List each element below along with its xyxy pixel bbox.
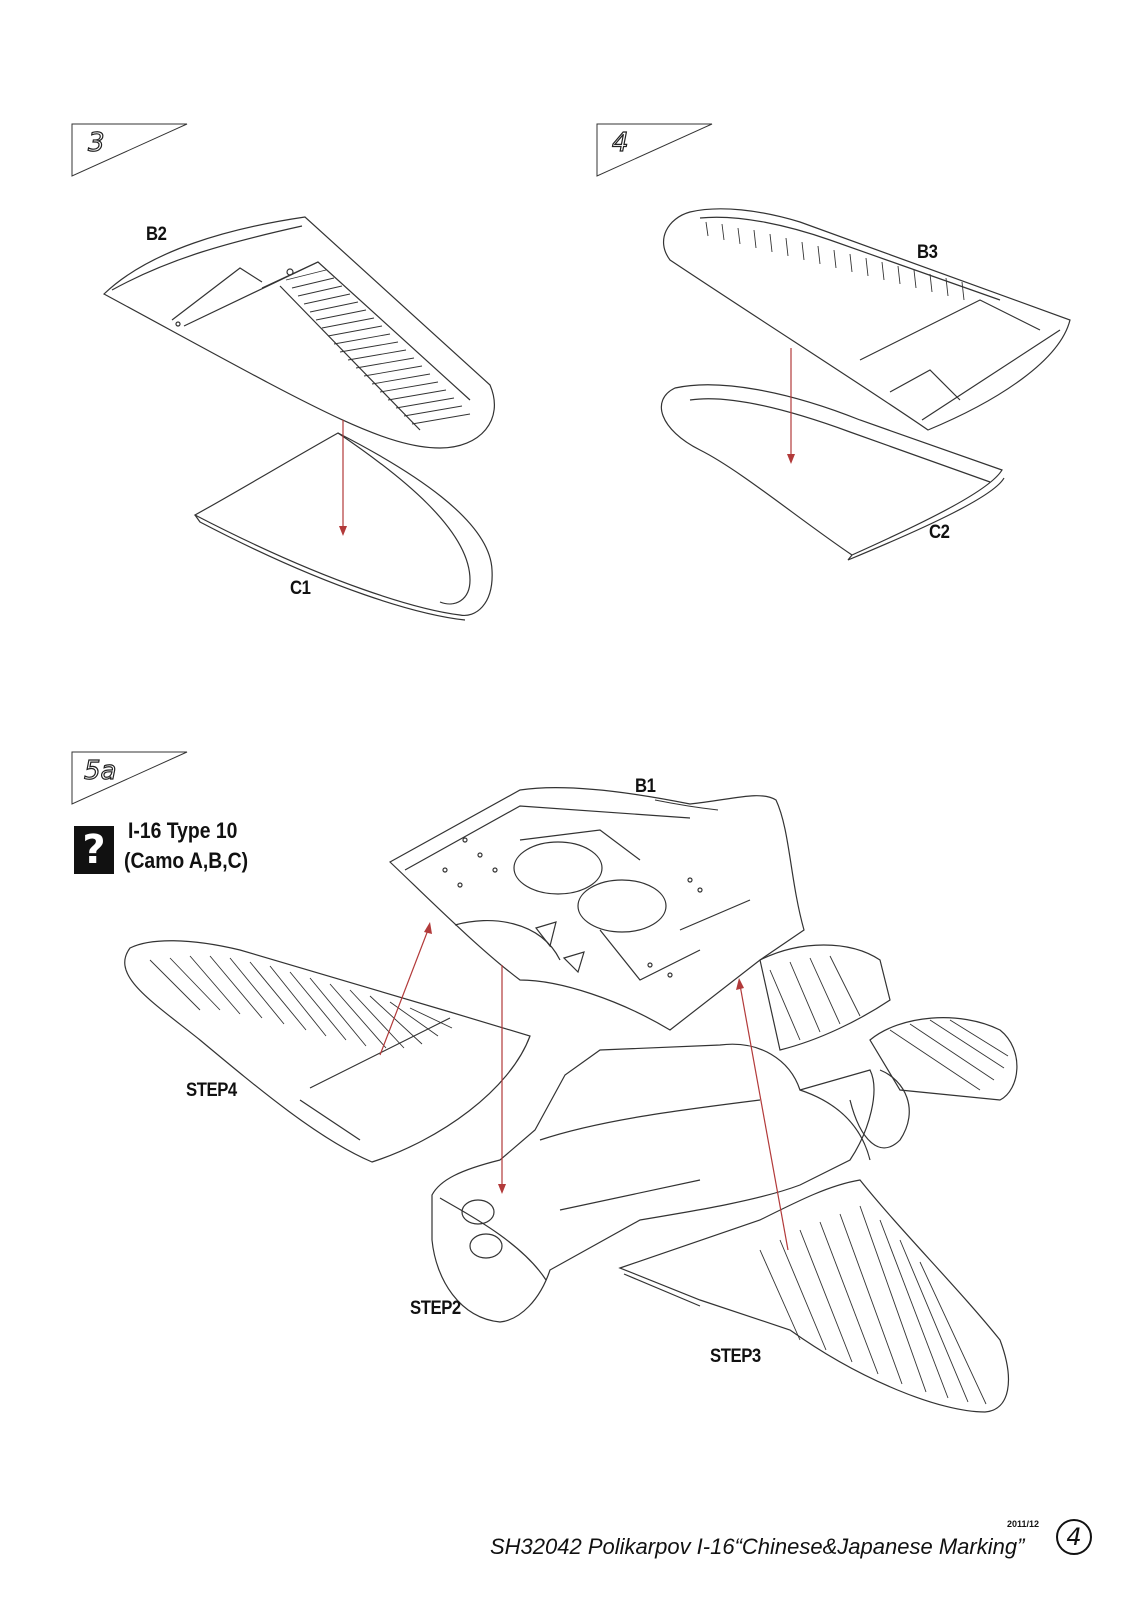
step-number-3: 3 bbox=[87, 127, 105, 158]
tail-unit bbox=[849, 1017, 1018, 1149]
wing-right-step3 bbox=[618, 1179, 1009, 1413]
step-flag-5a bbox=[71, 751, 188, 805]
label-step3: STEP3 bbox=[710, 1346, 761, 1367]
page-number: 4 bbox=[1056, 1519, 1092, 1555]
wing-upper-b2 bbox=[102, 216, 495, 449]
label-c1: C1 bbox=[290, 578, 311, 599]
step-number-4: 4 bbox=[611, 127, 629, 158]
wing-lower-c1 bbox=[193, 432, 493, 621]
step-flag-4 bbox=[596, 123, 713, 177]
label-b1: B1 bbox=[635, 776, 656, 797]
step-flag-3 bbox=[71, 123, 188, 177]
arrow-step3 bbox=[739, 984, 789, 1251]
fuselage bbox=[431, 1043, 875, 1323]
wing-lower-c2 bbox=[660, 384, 1005, 561]
wing-right-rear bbox=[759, 944, 891, 1051]
label-step2: STEP2 bbox=[410, 1298, 461, 1319]
label-step4: STEP4 bbox=[186, 1080, 237, 1101]
question-icon: ? bbox=[74, 826, 114, 874]
label-b3: B3 bbox=[917, 242, 938, 263]
leader-b1 bbox=[654, 799, 719, 811]
variant-title: I-16 Type 10 bbox=[128, 818, 238, 843]
center-section-b1 bbox=[388, 787, 805, 1031]
footer-title: SH32042 Polikarpov I-16“Chinese&Japanese… bbox=[490, 1534, 1025, 1559]
variant-subtitle: (Camo A,B,C) bbox=[124, 848, 249, 873]
arrow-step4 bbox=[379, 929, 429, 1056]
step-number-5a: 5a bbox=[83, 755, 117, 786]
wing-upper-b3 bbox=[663, 208, 1071, 431]
revision-date: 2011/12 bbox=[1007, 1519, 1040, 1529]
label-b2: B2 bbox=[146, 224, 167, 245]
label-c2: C2 bbox=[929, 522, 950, 543]
wing-left-step4 bbox=[124, 940, 531, 1163]
